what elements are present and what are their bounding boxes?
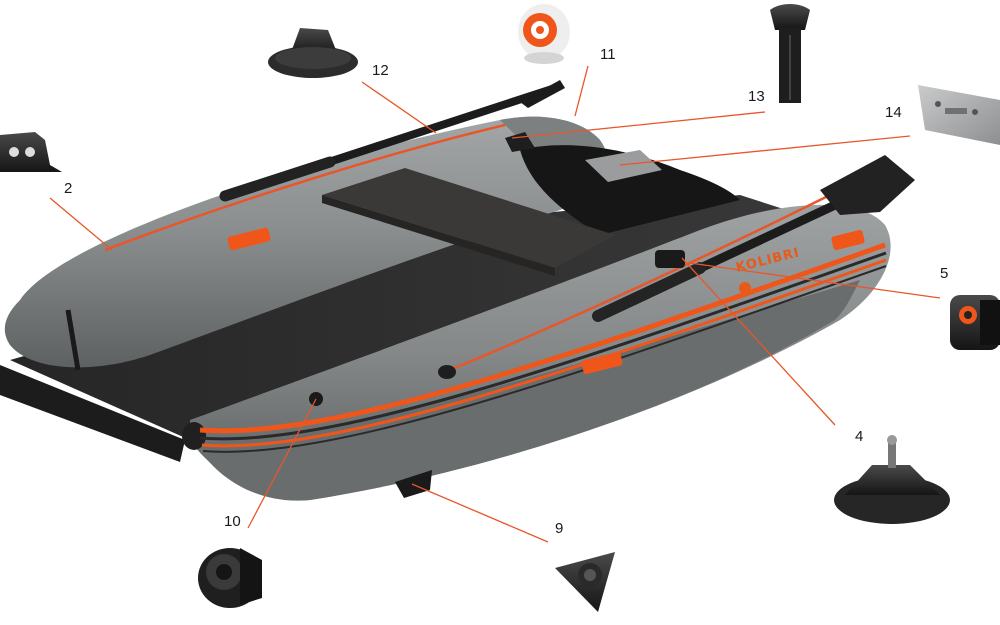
left-tube-handle — [227, 227, 271, 251]
callout-9: 9 — [555, 520, 564, 537]
callout-5: 5 — [940, 265, 949, 282]
callout-10: 10 — [224, 513, 241, 530]
callout-12: 12 — [372, 62, 389, 79]
floor-edge — [0, 365, 185, 462]
bow-nose — [182, 422, 206, 450]
leader-11 — [574, 65, 589, 117]
leader-13 — [511, 111, 766, 139]
callout-14: 14 — [885, 104, 902, 121]
part-oarlock-base — [834, 435, 950, 524]
seat-bench-edge — [322, 195, 555, 276]
boat — [0, 80, 915, 501]
part-air-valve — [198, 548, 262, 608]
callout-13: 13 — [748, 88, 765, 105]
right-oar — [592, 155, 915, 322]
stripe-dark-1 — [199, 251, 887, 441]
left-tube-rope — [104, 123, 506, 252]
right-tube-handle-1 — [581, 352, 623, 374]
callout-4: 4 — [855, 428, 864, 445]
part-valve-cap — [518, 4, 570, 64]
right-tube-handle-2 — [831, 229, 865, 251]
part-oar-handle — [770, 4, 810, 103]
stripe-orange-1 — [199, 242, 886, 434]
leader-2 — [49, 197, 113, 251]
leader-9 — [411, 483, 549, 543]
part-transom-bracket — [268, 28, 358, 78]
boat-motor-plate — [585, 150, 662, 182]
right-tube-rope — [444, 193, 831, 374]
left-tube — [4, 116, 603, 368]
part-drain-plate — [555, 552, 615, 612]
cockpit-interior — [520, 145, 740, 235]
leader-4 — [681, 257, 836, 426]
callout-2: 2 — [64, 180, 73, 197]
stern-fitting — [438, 365, 456, 379]
part-motor-plate — [918, 85, 1000, 145]
stripe-dark-2 — [202, 265, 887, 453]
oarlock-mount — [655, 250, 685, 268]
leader-12 — [361, 81, 437, 134]
leader-10 — [247, 398, 317, 529]
part-oarlock — [950, 295, 1000, 350]
brand-logo-mark — [739, 282, 751, 294]
left-tube-strap — [65, 309, 81, 371]
callout-11: 11 — [600, 46, 616, 63]
leader-5 — [689, 262, 941, 299]
leader-lines — [49, 65, 941, 543]
right-tube-underside — [200, 280, 860, 501]
leader-14 — [619, 135, 911, 166]
left-oar — [219, 80, 565, 202]
part-bow-bracket — [0, 132, 62, 172]
stripe-orange-2 — [201, 258, 887, 448]
seat-bench — [322, 168, 615, 268]
